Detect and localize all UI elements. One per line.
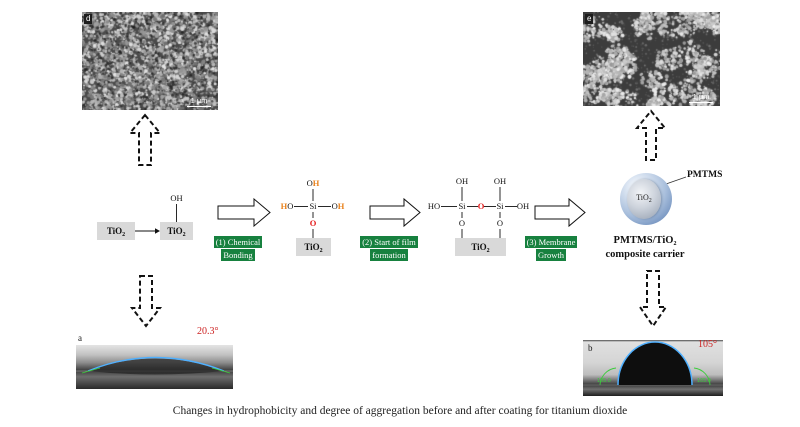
process-arrow-1 bbox=[217, 197, 271, 228]
hydroxyl-right: OH bbox=[330, 201, 346, 212]
silicon-atom: Si bbox=[309, 201, 317, 211]
hydrogen-atom: H bbox=[280, 201, 288, 211]
pmtms-label: PMTMS bbox=[687, 170, 723, 180]
tangent-arc-left-after bbox=[599, 367, 617, 386]
tio2-text: TiO bbox=[167, 226, 183, 236]
tio2-text: TiO bbox=[106, 226, 123, 236]
panel-label-d: d bbox=[84, 14, 93, 24]
droplet-after bbox=[618, 342, 692, 385]
tio2-box-start: TiO2 bbox=[97, 222, 135, 240]
tio2-box-hydroxylated: TiO2 bbox=[160, 222, 193, 240]
anchor-oxygen-left: O bbox=[458, 218, 466, 228]
step-label-1: (1) Chemical Bonding bbox=[206, 236, 270, 261]
droplet-fit-outline-before bbox=[87, 356, 225, 372]
hydroxyl-right: OH bbox=[516, 201, 530, 211]
panel-label-b: b bbox=[588, 343, 593, 353]
hydroxyl-top: OH bbox=[303, 178, 323, 189]
dashed-arrow-down-left bbox=[129, 275, 163, 328]
hydroxyl-left: HO bbox=[279, 201, 295, 212]
droplet-fit-outline-after bbox=[617, 341, 693, 386]
tio2-core-label: TiO2 bbox=[627, 193, 661, 204]
reaction-arrow-head bbox=[155, 228, 160, 234]
tio2-box-step2: TiO2 bbox=[455, 238, 506, 256]
scale-bar-after: 1 μm bbox=[689, 91, 713, 103]
scale-bar-before: 1 μm bbox=[187, 95, 211, 107]
sem-image-after: e 1 μm bbox=[583, 12, 720, 106]
tangent-line-left-before bbox=[81, 367, 101, 374]
hydrogen-atom: H bbox=[312, 178, 320, 188]
tio2-subscript: 2 bbox=[122, 232, 126, 238]
composite-carrier-subscript: 2 bbox=[673, 241, 677, 247]
silicon-atom-right: Si bbox=[496, 201, 504, 211]
step-label-text: Bonding bbox=[221, 248, 255, 261]
tio2-subscript: 2 bbox=[648, 198, 652, 204]
tio2-text: TiO bbox=[304, 242, 320, 252]
fit-readout-left: 105.0 bbox=[597, 378, 611, 384]
tio2-subscript: 2 bbox=[486, 248, 490, 254]
scale-bar-line-after bbox=[689, 101, 713, 103]
sem-image-before: d 1 μm bbox=[82, 12, 218, 110]
anchor-oxygen-right: O bbox=[496, 218, 504, 228]
hydroxyl-group: OH bbox=[170, 193, 183, 203]
process-arrow-2 bbox=[369, 197, 421, 228]
panel-label-a: a bbox=[78, 333, 82, 343]
tangent-line-right-before bbox=[211, 367, 231, 374]
oxygen-atom: O bbox=[287, 201, 294, 211]
composite-carrier-line1: PMTMS/TiO2 bbox=[585, 234, 705, 248]
hydroxyl-top-left: OH bbox=[455, 176, 469, 186]
droplet-before bbox=[88, 358, 224, 375]
dashed-arrow-up-right bbox=[634, 109, 668, 161]
step-label-2: (2) Start of film formation bbox=[356, 236, 422, 261]
tio2-subscript: 2 bbox=[319, 248, 323, 254]
step-label-line: formation bbox=[356, 248, 422, 262]
siloxane-oxygen: O bbox=[477, 201, 485, 211]
step-label-line: Growth bbox=[518, 248, 584, 262]
step-label-text: Growth bbox=[536, 248, 566, 261]
step-label-text: (3) Membrane bbox=[524, 236, 578, 248]
hydrogen-atom: H bbox=[337, 201, 345, 211]
tio2-core: TiO2 bbox=[627, 179, 661, 219]
step-label-text: formation bbox=[370, 248, 408, 261]
pmtms-leader-line bbox=[665, 176, 687, 185]
scale-bar-text-after: 1 μm bbox=[692, 91, 710, 101]
composite-carrier-formula: PMTMS/TiO bbox=[613, 235, 674, 246]
step-label-3: (3) Membrane Growth bbox=[518, 236, 584, 261]
fit-readout-right: 105.0 bbox=[697, 378, 711, 384]
step-label-line: (1) Chemical bbox=[206, 236, 270, 249]
oxygen-atom: O bbox=[306, 178, 313, 188]
scale-bar-text-before: 1 μm bbox=[190, 95, 208, 105]
tio2-subscript: 2 bbox=[182, 232, 186, 238]
dashed-arrow-up-left bbox=[127, 113, 163, 166]
tio2-box-step1: TiO2 bbox=[296, 238, 331, 256]
bridging-oxygen: O bbox=[309, 218, 317, 228]
step-label-line: (3) Membrane bbox=[518, 236, 584, 249]
step-label-text: (2) Start of film bbox=[360, 236, 418, 248]
tio2-text: TiO bbox=[471, 242, 487, 252]
hydroxyl-left: HO bbox=[427, 201, 441, 211]
dashed-arrow-down-right bbox=[638, 270, 668, 328]
sem-texture-before bbox=[82, 12, 218, 110]
panel-label-e: e bbox=[585, 14, 594, 24]
oxygen-atom: O bbox=[331, 201, 338, 211]
step-label-line: Bonding bbox=[206, 248, 270, 262]
process-arrow-3 bbox=[534, 197, 586, 228]
composite-carrier-name: PMTMS/TiO2 composite carrier bbox=[585, 234, 705, 262]
step-label-text: (1) Chemical bbox=[213, 236, 263, 248]
scale-bar-line-before bbox=[187, 105, 211, 107]
step-label-line: (2) Start of film bbox=[356, 236, 422, 249]
composite-carrier-line2: composite carrier bbox=[605, 249, 685, 260]
contact-angle-value-before: 20.3° bbox=[197, 326, 219, 337]
figure-caption: Changes in hydrophobicity and degree of … bbox=[172, 405, 628, 417]
sem-texture-after bbox=[583, 12, 720, 106]
contact-angle-value-after: 105° bbox=[698, 339, 717, 350]
tangent-arc-right-after bbox=[693, 367, 711, 386]
tio2-text: TiO bbox=[636, 193, 649, 202]
hydroxyl-top-right: OH bbox=[493, 176, 507, 186]
silicon-atom-left: Si bbox=[458, 201, 466, 211]
